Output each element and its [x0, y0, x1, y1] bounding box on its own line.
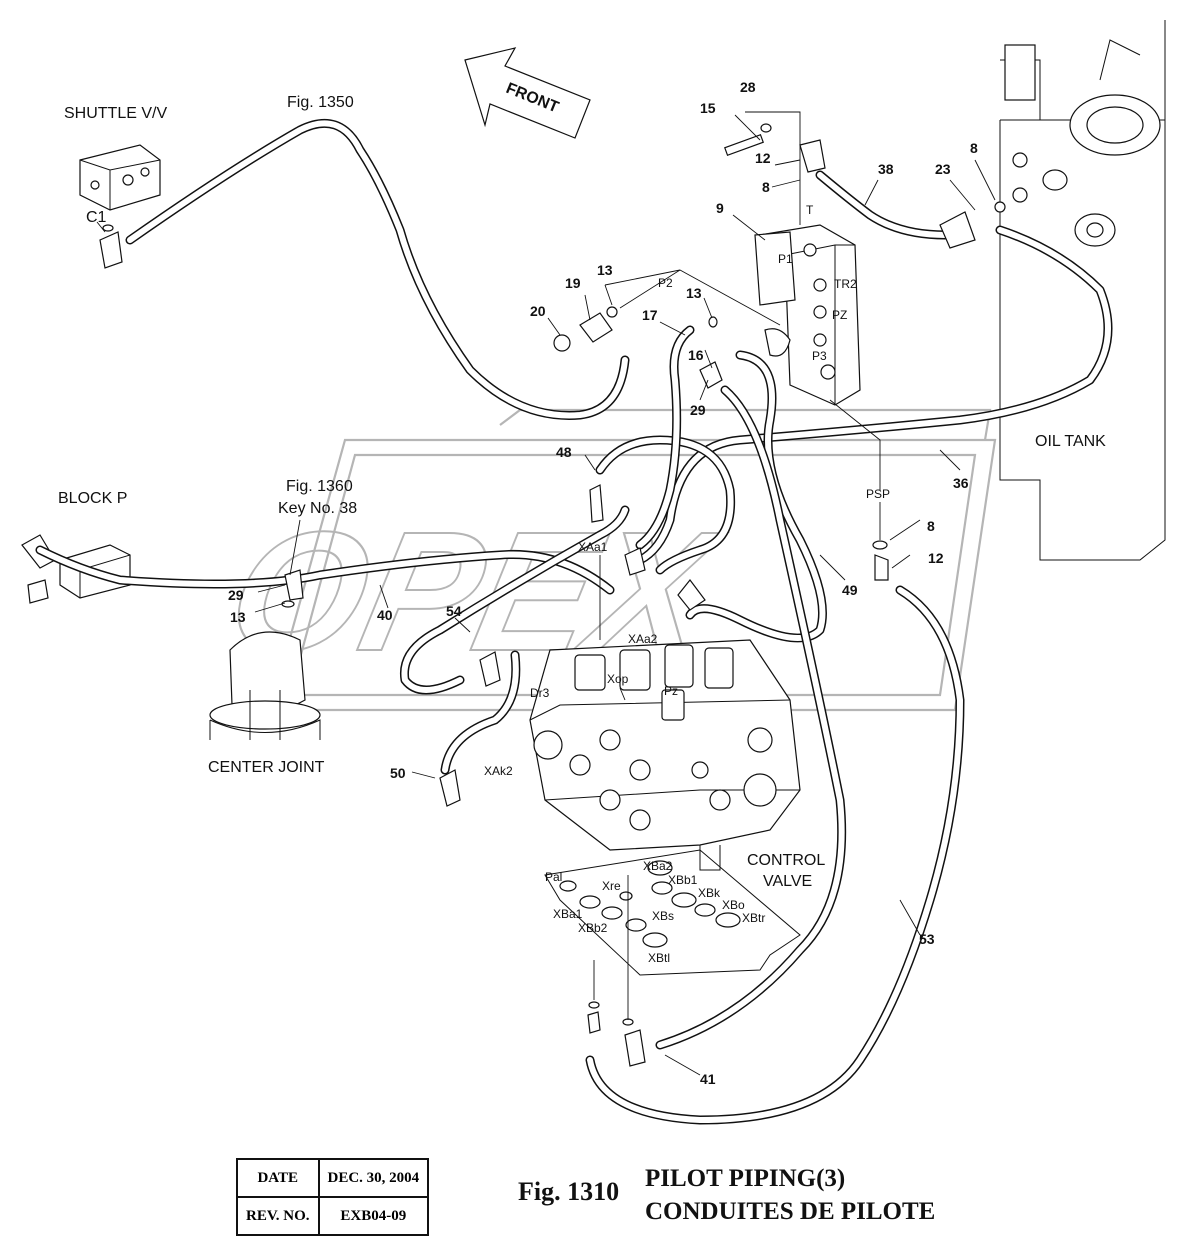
- part-number: 13: [597, 262, 613, 278]
- hose-48: [595, 435, 736, 575]
- port-label: P3: [812, 349, 827, 363]
- part-number: 41: [700, 1071, 716, 1087]
- part-number: 15: [700, 100, 716, 116]
- part-number: 13: [230, 609, 246, 625]
- part-number: 12: [755, 150, 771, 166]
- hose-54: [399, 505, 630, 695]
- fig1350-label: Fig. 1350: [287, 94, 354, 111]
- c1-label: C1: [86, 209, 107, 226]
- port-labels: T P1 TR2 PZ P3 P2 XAa1 XAa2 Xop Pz Dr3 X…: [484, 203, 857, 965]
- port-label: Pal: [545, 870, 562, 884]
- control-valve-label-2: VALVE: [763, 873, 812, 890]
- port-label: XBb2: [578, 921, 608, 935]
- part-number: 29: [228, 587, 244, 603]
- leader-lines: [96, 111, 996, 1076]
- key38-label: Key No. 38: [278, 500, 357, 517]
- part-number: 40: [377, 607, 393, 623]
- part-number: 54: [446, 603, 462, 619]
- part-number: 23: [935, 161, 951, 177]
- hose-40: [35, 545, 615, 595]
- part-number: 17: [642, 307, 658, 323]
- hose-49: [685, 350, 827, 643]
- oil-tank: [999, 20, 1166, 561]
- part-number: 13: [686, 285, 702, 301]
- port-label: P2: [658, 276, 673, 290]
- part-number: 8: [970, 140, 978, 156]
- port-label: XAa2: [628, 632, 658, 646]
- hoses: [35, 118, 1113, 1125]
- hose-41: [655, 385, 847, 1050]
- port-label: Xop: [607, 672, 629, 686]
- shuttle-valve: [79, 144, 161, 269]
- port-label: XBtr: [742, 911, 765, 925]
- port-label: XBk: [698, 886, 721, 900]
- date-value: DEC. 30, 2004: [317, 1158, 430, 1198]
- port-plate: [544, 849, 801, 976]
- callout-labels: SHUTTLE V/V C1 Fig. 1350 BLOCK P Fig. 13…: [58, 94, 1106, 890]
- port-label: Xre: [602, 879, 621, 893]
- port-label: XBb1: [668, 873, 698, 887]
- hose-fig1350: [125, 118, 630, 420]
- part-numbers: 15 28 12 8 9 38 23 8 13 19 20 13 17 16 2…: [228, 79, 978, 1087]
- part-number: 20: [530, 303, 546, 319]
- part-number: 50: [390, 765, 406, 781]
- port-label: T: [806, 203, 814, 217]
- part-number: 16: [688, 347, 704, 363]
- part-number: 28: [740, 79, 756, 95]
- psp-label: PSP: [866, 487, 890, 501]
- figure-title-en: PILOT PIPING(3): [645, 1165, 846, 1192]
- date-label: DATE: [236, 1158, 320, 1198]
- figure-title-fr: CONDUITES DE PILOTE: [645, 1198, 936, 1225]
- port-label: XBa2: [643, 859, 673, 873]
- port-label: Dr3: [530, 686, 550, 700]
- part-number: 48: [556, 444, 572, 460]
- shuttle-vv-label: SHUTTLE V/V: [64, 105, 167, 122]
- part-number: 49: [842, 582, 858, 598]
- center-joint-label: CENTER JOINT: [208, 759, 325, 776]
- block-p: [21, 534, 131, 604]
- hose-50: [440, 650, 521, 775]
- part-number: 38: [878, 161, 894, 177]
- part-number: 12: [928, 550, 944, 566]
- rev-label: REV. NO.: [236, 1196, 320, 1236]
- hose-38: [815, 170, 950, 240]
- hose-53: [585, 585, 965, 1125]
- center-joint: [209, 631, 321, 740]
- part-number: 19: [565, 275, 581, 291]
- port-label: PZ: [832, 308, 847, 322]
- port-label: XAk2: [484, 764, 513, 778]
- pilot-block: [754, 224, 861, 406]
- front-arrow: FRONT: [464, 47, 591, 139]
- block-p-label: BLOCK P: [58, 490, 127, 507]
- control-valve-label-1: CONTROL: [747, 852, 825, 869]
- part-number: 53: [919, 931, 935, 947]
- part-number: 8: [762, 179, 770, 195]
- fig1360-label: Fig. 1360: [286, 478, 353, 495]
- port-label: XBs: [652, 909, 674, 923]
- part-number: 29: [690, 402, 706, 418]
- figure-number: Fig. 1310: [518, 1177, 620, 1206]
- control-valve: [529, 639, 801, 871]
- port-label: XAa1: [578, 540, 608, 554]
- port-label: XBo: [722, 898, 745, 912]
- rev-value: EXB04-09: [317, 1196, 430, 1236]
- part-number: 36: [953, 475, 969, 491]
- part-number: 9: [716, 200, 724, 216]
- port-label: TR2: [834, 277, 857, 291]
- port-label: P1: [778, 252, 793, 266]
- part-number: 8: [927, 518, 935, 534]
- port-label: XBtl: [648, 951, 670, 965]
- fittings: [281, 123, 1006, 1067]
- figure-title: PILOT PIPING(3) CONDUITES DE PILOTE: [645, 1162, 935, 1228]
- oil-tank-label: OIL TANK: [1035, 433, 1106, 450]
- hose-36: [635, 225, 1113, 565]
- port-label: XBa1: [553, 907, 583, 921]
- title-block: DATE DEC. 30, 2004 REV. NO. EXB04-09: [236, 1158, 430, 1236]
- port-label: Pz: [664, 684, 678, 698]
- hose-17: [635, 325, 695, 550]
